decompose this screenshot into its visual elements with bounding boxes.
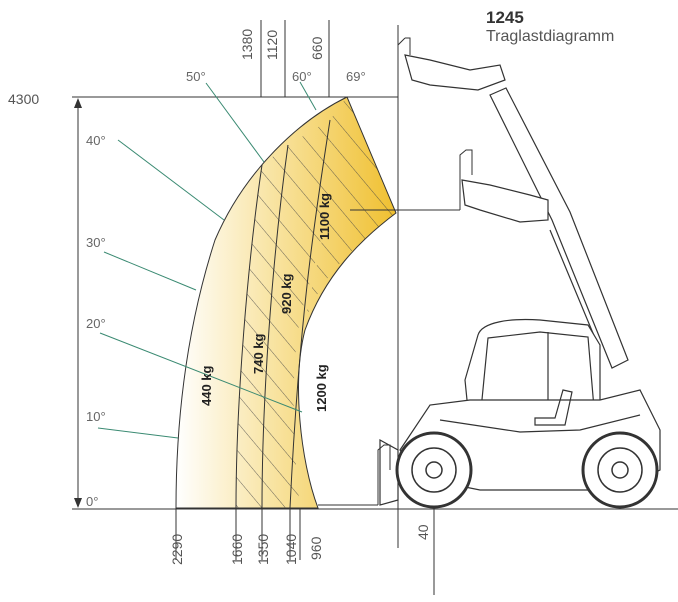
angle-69: 69° [346,69,366,84]
angle-leaders [97,81,317,439]
chassis-detail [439,414,641,433]
angle-40: 40° [86,133,106,148]
title-block: 1245 Traglastdiagramm [486,8,614,46]
leader-40deg [117,139,225,221]
angle-20: 20° [86,316,106,331]
top-dim-660: 660 [309,36,325,60]
rear-wheel [581,431,659,509]
axis-arrow-bottom [74,498,82,508]
zone-divider-1100 [289,119,331,509]
mast-front [379,438,399,506]
load-1200: 1200 kg [314,364,329,412]
load-740: 740 kg [251,333,266,374]
leader-50deg [205,82,265,163]
model-number: 1245 [486,8,524,27]
fork-mid [350,149,473,211]
load-1100: 1100 kg [317,193,332,240]
seat [534,389,573,426]
bottom-dim-2290: 2290 [169,534,185,565]
front-wheel [395,431,473,509]
fork-positions [318,37,473,506]
hatch-zone-740 [236,145,288,508]
fork-top [348,37,411,98]
leader-60deg [299,81,317,111]
load-920: 920 kg [279,273,294,314]
hatch-zone-1100 [305,97,396,320]
angle-50: 50° [186,69,206,84]
leader-30deg [103,251,197,291]
axis-arrow-top [74,98,82,108]
top-dim-1380: 1380 [239,29,255,60]
zone-divider-740 [235,164,263,509]
zone-divider-920 [261,144,289,509]
diagram-subtitle: Traglastdiagramm [486,27,615,45]
load-440: 440 kg [199,365,214,406]
carriage-mid [461,179,549,223]
leader-10deg [97,427,179,439]
fork-low [318,444,391,506]
bottom-dim-40: 40 [415,524,431,540]
height-label: 4300 [8,91,39,107]
boom-main [489,87,629,369]
carriage-top [404,54,506,91]
bottom-dim-1350: 1350 [255,534,271,565]
bottom-dim-960: 960 [308,536,324,560]
angle-10: 10° [86,409,106,424]
bottom-dim-1040: 1040 [283,534,299,565]
bottom-dim-1660: 1660 [229,534,245,565]
angle-0: 0° [86,494,98,509]
leader-20deg [99,332,303,413]
angle-60: 60° [292,69,312,84]
top-dim-1120: 1120 [264,30,280,60]
angle-30: 30° [86,235,106,250]
